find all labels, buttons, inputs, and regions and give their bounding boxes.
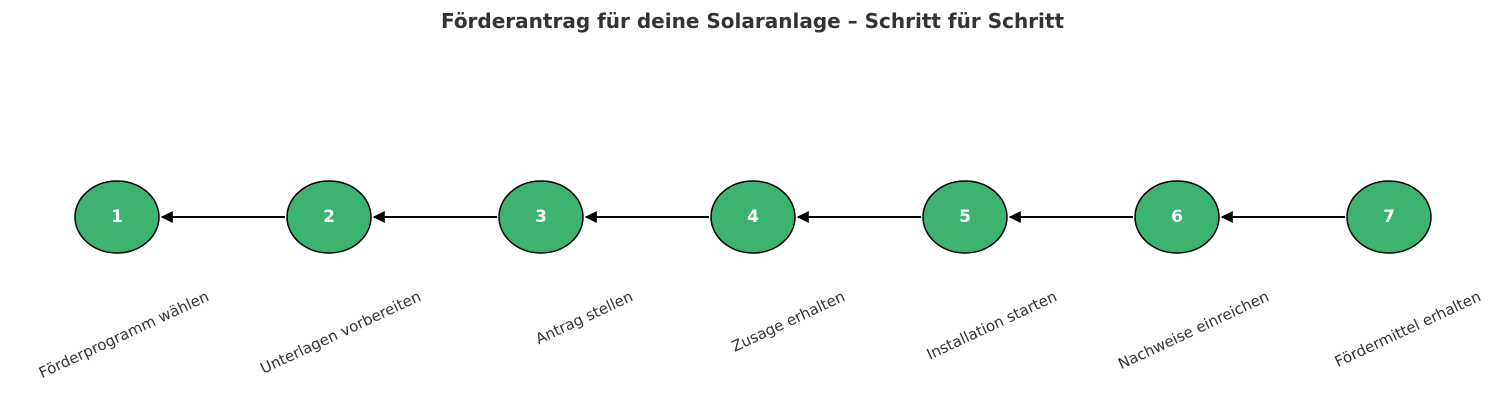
step-circle <box>1134 180 1220 254</box>
step-number: 2 <box>323 207 335 227</box>
step-node-2: 2 <box>286 180 372 254</box>
step-circle <box>286 180 372 254</box>
step-node-1: 1 <box>74 180 160 254</box>
step-circle <box>498 180 584 254</box>
step-number: 5 <box>959 207 971 227</box>
step-circle <box>74 180 160 254</box>
step-node-5: 5 <box>922 180 1008 254</box>
step-label: Förderprogramm wählen <box>36 287 212 382</box>
step-node-6: 6 <box>1134 180 1220 254</box>
step-circle <box>1346 180 1432 254</box>
step-label: Fördermittel erhalten <box>1332 287 1484 371</box>
step-number: 7 <box>1383 207 1395 227</box>
step-number: 6 <box>1171 207 1183 227</box>
step-label: Installation starten <box>924 287 1060 363</box>
step-number: 4 <box>747 207 759 227</box>
step-circle <box>710 180 796 254</box>
step-number: 1 <box>111 207 123 227</box>
step-label: Unterlagen vorbereiten <box>258 287 424 377</box>
step-circle <box>922 180 1008 254</box>
step-number: 3 <box>535 207 547 227</box>
step-label: Antrag stellen <box>533 287 636 348</box>
step-label: Nachweise einreichen <box>1115 287 1271 373</box>
step-node-4: 4 <box>710 180 796 254</box>
page-title: Förderantrag für deine Solaranlage – Sch… <box>440 9 1065 33</box>
step-node-7: 7 <box>1346 180 1432 254</box>
step-node-3: 3 <box>498 180 584 254</box>
step-label: Zusage erhalten <box>729 287 848 355</box>
